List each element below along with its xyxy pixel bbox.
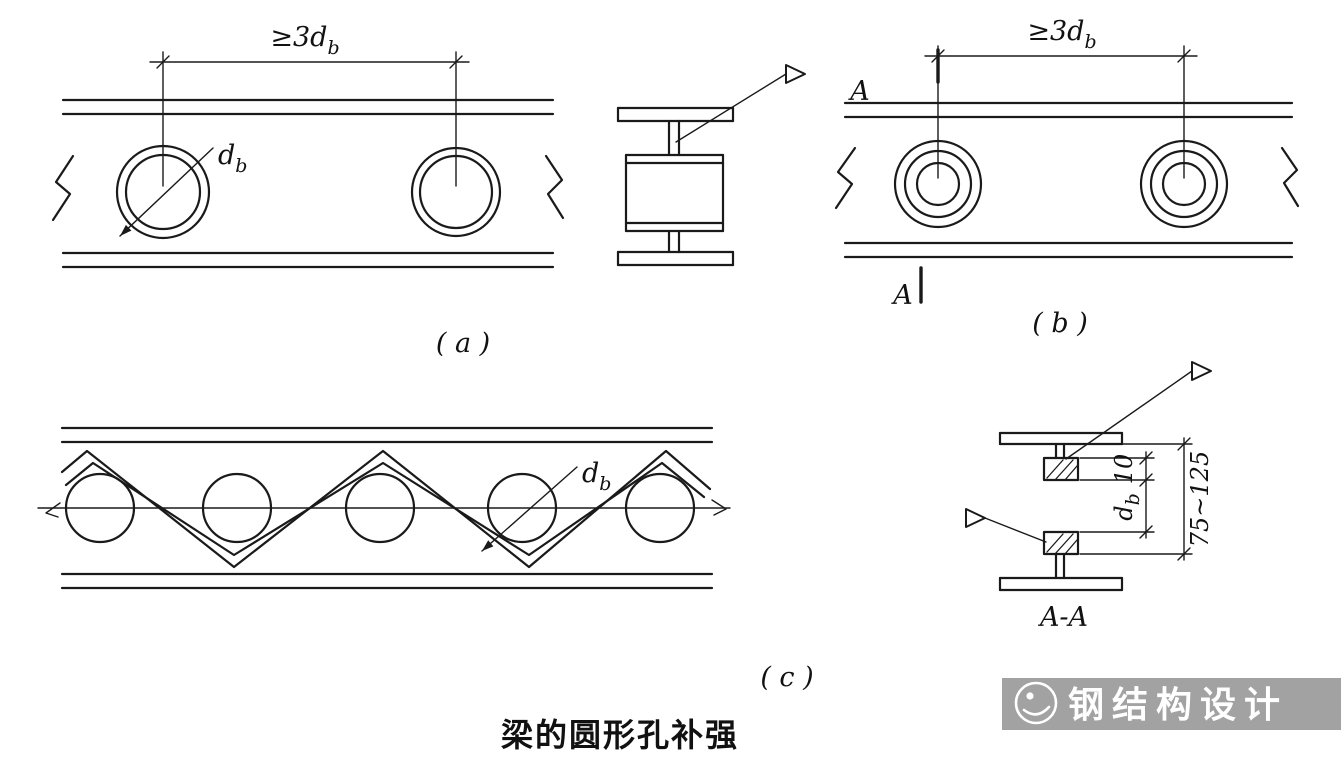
fig-b-cut-letter-bottom: A xyxy=(890,280,913,311)
fig-b: A A ≥3db ( b ) xyxy=(834,16,1300,339)
fig-c-diameter-leader xyxy=(481,466,578,552)
aa-dim-10-text: 10 xyxy=(1110,454,1138,485)
watermark-text: 钢结构设计 xyxy=(1068,685,1288,726)
fig-c-zigzag-stiffeners xyxy=(60,449,712,569)
aa-inner-dimensions xyxy=(1079,451,1155,539)
sleeve-web-upper xyxy=(667,119,681,157)
aa-weld-leader-upper xyxy=(1065,361,1212,460)
fig-b-break-mark-right xyxy=(1280,146,1300,208)
watermark-background xyxy=(1002,678,1341,730)
fig-a: ≥3db db ( a ) xyxy=(51,22,565,359)
fig-c-label: ( c ) xyxy=(760,662,813,693)
aa-web-upper xyxy=(1054,442,1066,460)
aa-bottom-flange xyxy=(998,576,1124,592)
fig-a-diameter-text: db xyxy=(218,140,247,177)
fig-a-label: ( a ) xyxy=(436,328,490,359)
fig-b-break-mark-left xyxy=(834,146,857,210)
watermark: 钢结构设计 xyxy=(1002,678,1341,730)
fig-c: db ( c ) xyxy=(37,426,814,693)
fig-a-break-mark-right xyxy=(544,154,565,220)
sleeve-web-lower xyxy=(667,229,681,254)
aa-weld-leader-lower xyxy=(965,508,1047,543)
section-aa: 10 db 75~125 A-A xyxy=(965,361,1214,633)
fig-b-spacing-dim-text: ≥3db xyxy=(1027,16,1096,53)
fig-b-cut-letter-top: A xyxy=(847,76,870,107)
fig-a-diameter-leader xyxy=(119,147,214,237)
sleeve-top-flange xyxy=(616,106,735,123)
sleeve-weld-leader xyxy=(675,64,806,143)
aa-ring-lower xyxy=(1042,530,1080,556)
watermark-logo-icon xyxy=(1014,681,1058,725)
aa-dim-db-text: db xyxy=(1110,493,1144,521)
fig-b-label: ( b ) xyxy=(1032,308,1088,339)
aa-outer-dimension xyxy=(1079,437,1193,561)
aa-dim-range-text: 75~125 xyxy=(1186,451,1214,547)
aa-web-lower xyxy=(1054,552,1066,580)
fig-a-spacing-dimension xyxy=(149,51,470,187)
fig-c-centerline-break-right xyxy=(711,499,727,516)
weld-flag-icon xyxy=(785,64,806,84)
sleeve-bottom-flange xyxy=(616,250,735,267)
fig-c-beam-flange-lines xyxy=(60,426,714,590)
weld-flag-icon xyxy=(965,508,986,528)
aa-label: A-A xyxy=(1037,602,1088,633)
aa-top-flange xyxy=(998,431,1124,446)
figure-caption: 梁的圆形孔补强 xyxy=(501,716,739,754)
fig-a-beam-flange-lines xyxy=(61,98,555,269)
fig-a-spacing-dim-text: ≥3db xyxy=(270,22,339,59)
sleeve-cross-section xyxy=(616,64,806,267)
aa-ring-upper xyxy=(1042,456,1080,482)
weld-flag-icon xyxy=(1191,361,1212,381)
fig-c-centerline-break-left xyxy=(45,502,61,518)
fig-c-holes xyxy=(64,472,696,544)
fig-c-diameter-text: db xyxy=(582,458,611,495)
sleeve-box xyxy=(624,153,725,233)
fig-b-spacing-dimension xyxy=(924,45,1198,179)
fig-a-break-mark-left xyxy=(51,154,75,222)
fig-b-beam-flange-lines xyxy=(843,101,1294,259)
